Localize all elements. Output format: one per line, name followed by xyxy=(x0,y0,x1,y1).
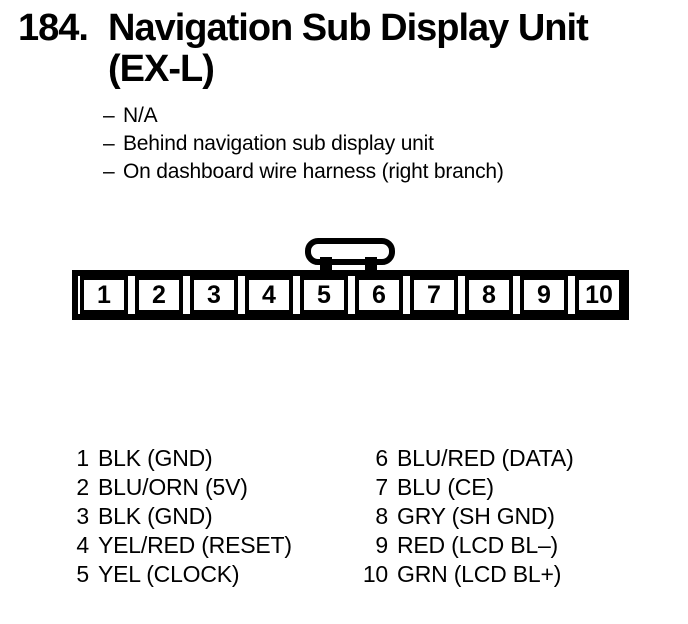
pin-row: 10 GRN (LCD BL+) xyxy=(352,560,574,589)
pin-number: 6 xyxy=(375,445,388,471)
pin-cavity-5: 5 xyxy=(300,276,348,314)
pin-cavity-9: 9 xyxy=(520,276,568,314)
pin-number: 3 xyxy=(76,503,89,529)
pin-label: BLU (CE) xyxy=(397,474,494,500)
pin-row: 8 GRY (SH GND) xyxy=(352,502,574,531)
note-text: Behind navigation sub display unit xyxy=(123,132,434,155)
pin-row: 4 YEL/RED (RESET) xyxy=(70,531,292,560)
pin-number: 4 xyxy=(76,532,89,558)
pin-row: 5 YEL (CLOCK) xyxy=(70,560,292,589)
note-text: N/A xyxy=(123,104,158,127)
pin-label: BLK (GND) xyxy=(98,503,213,529)
pin-row: 1 BLK (GND) xyxy=(70,444,292,473)
pin-row: 3 BLK (GND) xyxy=(70,502,292,531)
dash-icon: – xyxy=(103,132,115,155)
notes-list: – N/A – Behind navigation sub display un… xyxy=(103,102,504,186)
note-item: – Behind navigation sub display unit xyxy=(103,130,504,158)
page-title-line2: (EX-L) xyxy=(108,48,215,90)
pin-number: 9 xyxy=(375,532,388,558)
pin-cavity-10: 10 xyxy=(575,276,623,314)
pin-number: 5 xyxy=(76,561,89,587)
page-title: Navigation Sub Display Unit (EX-L) xyxy=(108,7,589,90)
pin-cavity-2: 2 xyxy=(135,276,183,314)
note-item: – On dashboard wire harness (right branc… xyxy=(103,158,504,186)
pin-number: 10 xyxy=(362,561,388,587)
pin-row: 2 BLU/ORN (5V) xyxy=(70,473,292,502)
pin-cavity-4: 4 xyxy=(245,276,293,314)
pin-label: GRY (SH GND) xyxy=(397,503,555,529)
pin-label: BLK (GND) xyxy=(98,445,213,471)
page-title-line1: Navigation Sub Display Unit xyxy=(108,7,589,49)
pin-number: 2 xyxy=(76,474,89,500)
pin-list-right: 6 BLU/RED (DATA) 7 BLU (CE) 8 GRY (SH GN… xyxy=(352,444,574,589)
pin-row: 6 BLU/RED (DATA) xyxy=(352,444,574,473)
pin-label: BLU/ORN (5V) xyxy=(98,474,248,500)
note-text: On dashboard wire harness (right branch) xyxy=(123,160,504,183)
pin-label: YEL (CLOCK) xyxy=(98,561,240,587)
pin-list-left: 1 BLK (GND) 2 BLU/ORN (5V) 3 BLK (GND) 4… xyxy=(70,444,292,589)
pin-label: YEL/RED (RESET) xyxy=(98,532,292,558)
dash-icon: – xyxy=(103,104,115,127)
pin-cavity-1: 1 xyxy=(80,276,128,314)
dash-icon: – xyxy=(103,160,115,183)
pin-label: BLU/RED (DATA) xyxy=(397,445,574,471)
note-item: – N/A xyxy=(103,102,504,130)
pin-row: 9 RED (LCD BL–) xyxy=(352,531,574,560)
pin-cavity-8: 8 xyxy=(465,276,513,314)
pin-label: RED (LCD BL–) xyxy=(397,532,558,558)
pin-cavity-7: 7 xyxy=(410,276,458,314)
section-number: 184. xyxy=(18,7,89,49)
pin-cavity-3: 3 xyxy=(190,276,238,314)
pin-row: 7 BLU (CE) xyxy=(352,473,574,502)
pin-number: 8 xyxy=(375,503,388,529)
pin-number: 7 xyxy=(375,474,388,500)
pin-cavity-6: 6 xyxy=(355,276,403,314)
pin-label: GRN (LCD BL+) xyxy=(397,561,562,587)
pin-number: 1 xyxy=(76,445,89,471)
